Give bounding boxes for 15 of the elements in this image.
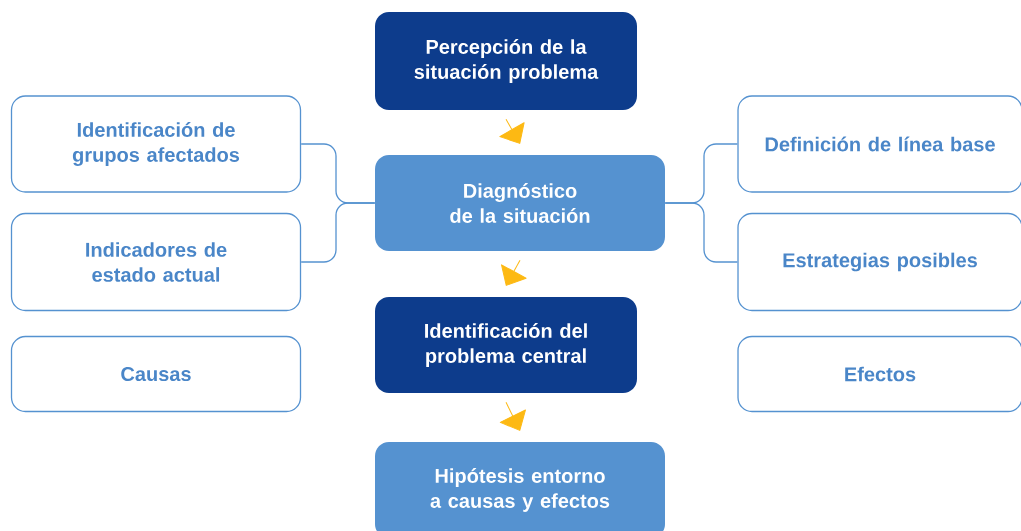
process-box: Diagnóstico de la situación — [375, 155, 665, 251]
process-box: Percepción de la situación problema — [375, 12, 637, 110]
detail-box: Efectos — [737, 335, 1021, 413]
process-box: Hipótesis entorno a causas y efectos — [375, 442, 665, 531]
chevron-arrow — [499, 401, 526, 431]
process-box: Identificación del problema central — [375, 297, 637, 393]
bracket-line — [300, 202, 376, 263]
detail-box: Estrategias posibles — [737, 212, 1021, 312]
detail-box: Identificación de grupos afectados — [10, 95, 302, 193]
detail-box: Causas — [10, 335, 302, 413]
detail-box: Definición de línea base — [737, 95, 1021, 193]
chevron-arrow — [499, 118, 525, 144]
detail-box: Indicadores de estado actual — [10, 212, 302, 312]
bracket-line — [664, 202, 738, 263]
chevron-arrow — [501, 259, 527, 286]
